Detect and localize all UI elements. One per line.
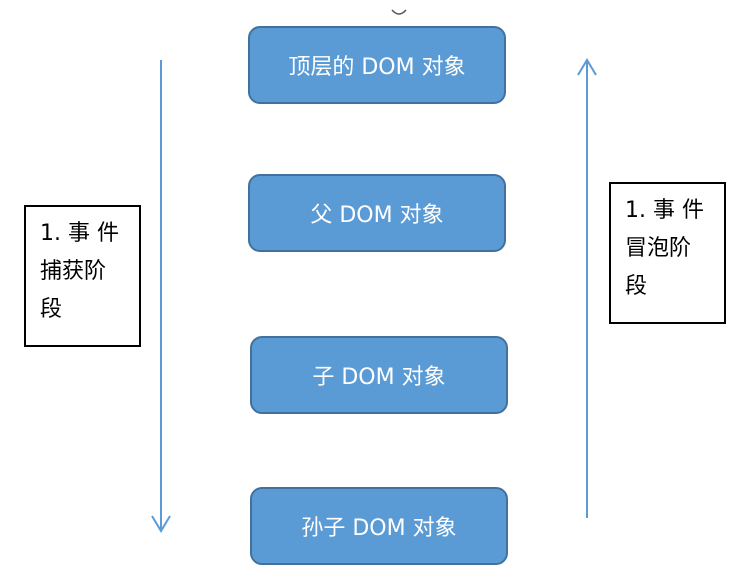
child-dom-object-label: 子 DOM 对象 xyxy=(312,365,446,390)
capture-arrow-head xyxy=(151,515,171,533)
bubble-note-line-1: 1. 事 件 xyxy=(625,198,704,223)
top-dom-object-box: 顶层的 DOM 对象 xyxy=(248,26,506,104)
capture-note-line-2: 捕获阶 xyxy=(40,259,107,284)
bubble-note-line-3: 段 xyxy=(625,274,648,299)
child-dom-object-box: 子 DOM 对象 xyxy=(250,336,508,414)
parent-dom-object-box: 父 DOM 对象 xyxy=(248,174,506,252)
grandchild-dom-object-box: 孙子 DOM 对象 xyxy=(250,487,508,565)
grandchild-dom-object-label: 孙子 DOM 对象 xyxy=(301,516,457,541)
parent-dom-object-label: 父 DOM 对象 xyxy=(310,203,444,228)
bubble-phase-note: 1. 事 件 冒泡阶 段 xyxy=(609,182,726,324)
top-arc-fragment xyxy=(391,9,407,15)
bubble-note-line-2: 冒泡阶 xyxy=(625,236,692,261)
capture-note-line-1: 1. 事 件 xyxy=(40,221,119,246)
bubble-arrow-head xyxy=(577,58,597,76)
top-dom-object-label: 顶层的 DOM 对象 xyxy=(288,55,466,80)
capture-phase-note: 1. 事 件 捕获阶 段 xyxy=(24,205,141,347)
capture-note-line-3: 段 xyxy=(40,297,63,322)
